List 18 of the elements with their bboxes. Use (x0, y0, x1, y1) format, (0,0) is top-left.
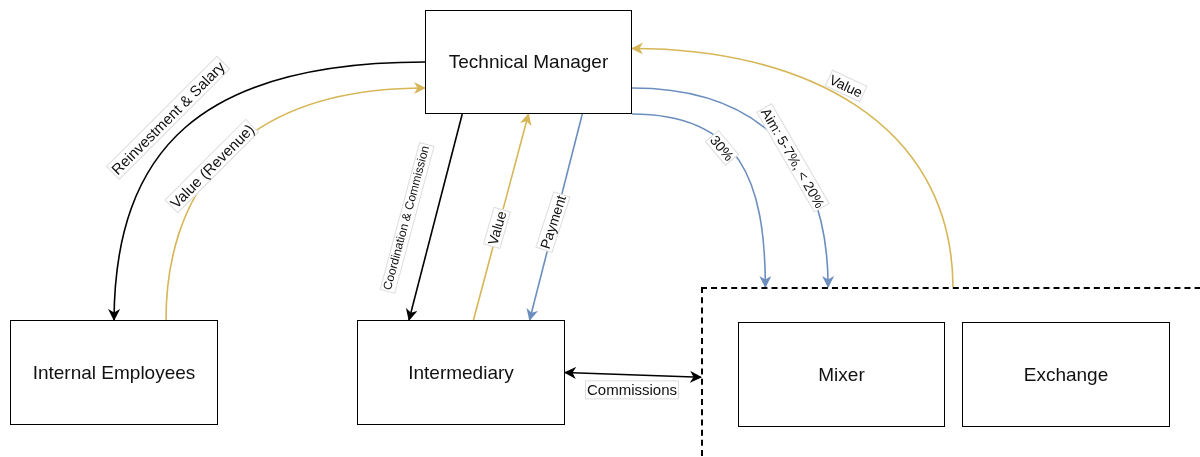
node-label: Exchange (1022, 363, 1110, 386)
node-label: Mixer (817, 363, 866, 386)
edge-label: Value (482, 206, 512, 250)
node-label: Internal Employees (31, 361, 197, 384)
arrow (631, 113, 772, 288)
process-box (425, 10, 632, 114)
arrow (564, 366, 702, 383)
arrow (108, 61, 426, 321)
arrow (631, 42, 954, 288)
process-box (10, 320, 218, 425)
process-box (357, 320, 565, 425)
node-label: Intermediary (407, 361, 515, 384)
edge-label: Commissions (585, 380, 679, 400)
edge-label: Value (824, 69, 868, 103)
process-box (962, 322, 1170, 427)
node-label: Technical Manager (447, 51, 610, 73)
process-box (738, 322, 945, 427)
arrow (405, 113, 464, 321)
